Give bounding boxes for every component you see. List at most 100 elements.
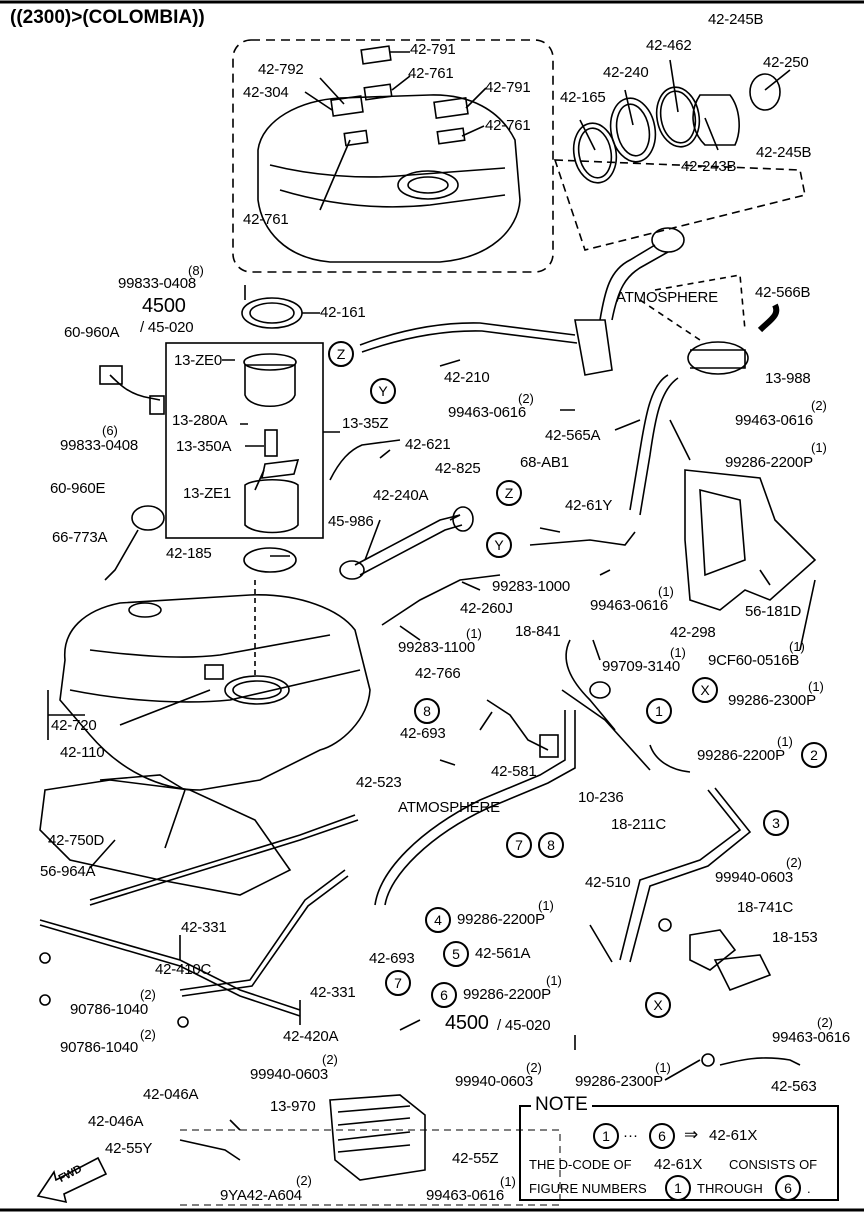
label-18-741C: 18-741C bbox=[737, 899, 794, 916]
note-box: NOTE 1 ··· 6 ⇒ 42-61X THE D-CODE OF 42-6… bbox=[519, 1094, 839, 1201]
qty: (1) bbox=[500, 1174, 516, 1189]
qty: (1) bbox=[538, 898, 554, 913]
label-42-561A: 42-561A bbox=[475, 945, 531, 962]
callout-8-a: 8 bbox=[414, 698, 440, 724]
label-13-280A: 13-280A bbox=[172, 412, 228, 429]
callout-X-1: X bbox=[692, 677, 718, 703]
upper-tank-outline bbox=[257, 94, 521, 263]
callout-7-a: 7 bbox=[506, 832, 532, 858]
strap-42-420A bbox=[179, 869, 349, 997]
label-42-61Y: 42-61Y bbox=[565, 497, 613, 514]
note-circle-1: 1 bbox=[593, 1123, 619, 1149]
label-60-960E: 60-960E bbox=[50, 480, 106, 497]
label-66-773A: 66-773A bbox=[52, 529, 108, 546]
bracket-18-153 bbox=[713, 954, 772, 992]
note-circle-6b: 6 bbox=[775, 1175, 801, 1201]
callout-Z-1: Z bbox=[328, 341, 354, 367]
upper-tank-opening bbox=[397, 170, 459, 200]
label-18-211C: 18-211C bbox=[611, 816, 667, 833]
label-42-750D: 42-750D bbox=[48, 832, 105, 849]
seal-42-462 bbox=[655, 86, 701, 148]
label-13-35Z: 13-35Z bbox=[342, 415, 389, 432]
canister-13-970 bbox=[329, 1094, 426, 1181]
hose-1 bbox=[649, 744, 691, 773]
label-42-761-a: 42-761 bbox=[408, 65, 454, 82]
valve-18-741C bbox=[689, 929, 737, 971]
hose-42-565A bbox=[629, 374, 669, 511]
label-42-420A: 42-420A bbox=[283, 1028, 339, 1045]
label-99833-0408-b: 99833-0408 bbox=[60, 437, 139, 454]
label-99833-0408-a: 99833-0408 bbox=[118, 275, 197, 292]
note-arrow: ⇒ bbox=[684, 1125, 699, 1144]
label-42-245B-top: 42-245B bbox=[708, 11, 764, 28]
seal-42-165 bbox=[572, 122, 618, 184]
label-42-510: 42-510 bbox=[585, 874, 631, 891]
harness-18-841 bbox=[565, 639, 616, 731]
callout-Z-2: Z bbox=[496, 480, 522, 506]
note-line3b: THROUGH bbox=[697, 1181, 763, 1196]
label-42-250: 42-250 bbox=[763, 54, 809, 71]
qty: (2) bbox=[296, 1173, 312, 1188]
label-42-791-a: 42-791 bbox=[410, 41, 456, 58]
label-90786-1040-b: 90786-1040 bbox=[60, 1039, 139, 1056]
insulator-42-750D bbox=[39, 779, 292, 896]
note-circle-6: 6 bbox=[649, 1123, 675, 1149]
label-99463-0616-d: 99463-0616 bbox=[772, 1029, 851, 1046]
pump-body bbox=[244, 364, 296, 407]
note-line2c: CONSISTS OF bbox=[729, 1157, 818, 1172]
qty: (1) bbox=[466, 626, 482, 641]
label-42-693-a: 42-693 bbox=[400, 725, 446, 742]
label-42-185: 42-185 bbox=[166, 545, 212, 562]
label-42-55Z: 42-55Z bbox=[452, 1150, 499, 1167]
label-atmosphere-a: ATMOSPHERE bbox=[616, 289, 718, 306]
bracket-42-61Y bbox=[529, 531, 636, 546]
qty: (8) bbox=[188, 263, 204, 278]
qty: (1) bbox=[546, 973, 562, 988]
label-45-020-a: / 45-020 bbox=[140, 319, 194, 336]
line-42-260J bbox=[381, 574, 501, 626]
label-99463-0616-c: 99463-0616 bbox=[735, 412, 814, 429]
label-42-240: 42-240 bbox=[603, 64, 649, 81]
sender-66-773A bbox=[131, 505, 165, 531]
callout-5: 5 bbox=[443, 941, 469, 967]
label-13-970: 13-970 bbox=[270, 1098, 316, 1115]
note-code: 42-61X bbox=[709, 1127, 758, 1144]
label-99463-0616-b: 99463-0616 bbox=[590, 597, 669, 614]
callout-Y-1: Y bbox=[370, 378, 396, 404]
label-42-331-a: 42-331 bbox=[181, 919, 227, 936]
label-42-791-b: 42-791 bbox=[485, 79, 531, 96]
ring-42-185 bbox=[243, 547, 297, 573]
qty: (2) bbox=[140, 1027, 156, 1042]
label-42-581: 42-581 bbox=[491, 763, 537, 780]
label-99283-1100: 99283-1100 bbox=[398, 639, 475, 656]
pipe-3 bbox=[619, 789, 742, 961]
qty: (1) bbox=[658, 584, 674, 599]
label-13-350A: 13-350A bbox=[176, 438, 232, 455]
qty: (2) bbox=[518, 391, 534, 406]
label-18-153: 18-153 bbox=[772, 929, 818, 946]
label-99940-0603-c: 99940-0603 bbox=[455, 1073, 534, 1090]
label-99463-0616-a: 99463-0616 bbox=[448, 404, 527, 421]
label-45-986: 45-986 bbox=[328, 513, 374, 530]
label-42-260J: 42-260J bbox=[460, 600, 513, 617]
label-56-181D: 56-181D bbox=[745, 603, 802, 620]
label-42-110: 42-110 bbox=[60, 744, 105, 761]
label-42-621: 42-621 bbox=[405, 436, 451, 453]
label-42-766: 42-766 bbox=[415, 665, 461, 682]
label-42-165: 42-165 bbox=[560, 89, 606, 106]
callout-Y-2: Y bbox=[486, 532, 512, 558]
label-99463-0616-e: 99463-0616 bbox=[426, 1187, 505, 1204]
filler-cap-holder bbox=[692, 94, 740, 146]
label-99283-1000: 99283-1000 bbox=[492, 578, 571, 595]
qty: (1) bbox=[777, 734, 793, 749]
label-42-298: 42-298 bbox=[670, 624, 716, 641]
hose-42-561A bbox=[374, 710, 566, 906]
note-circle-1b: 1 bbox=[665, 1175, 691, 1201]
tube-42-621 bbox=[329, 439, 401, 481]
pump-strainer bbox=[244, 478, 299, 534]
label-99286-2200P-a: 99286-2200P bbox=[725, 454, 813, 471]
label-42-761-b: 42-761 bbox=[485, 117, 531, 134]
callout-7-b: 7 bbox=[385, 970, 411, 996]
